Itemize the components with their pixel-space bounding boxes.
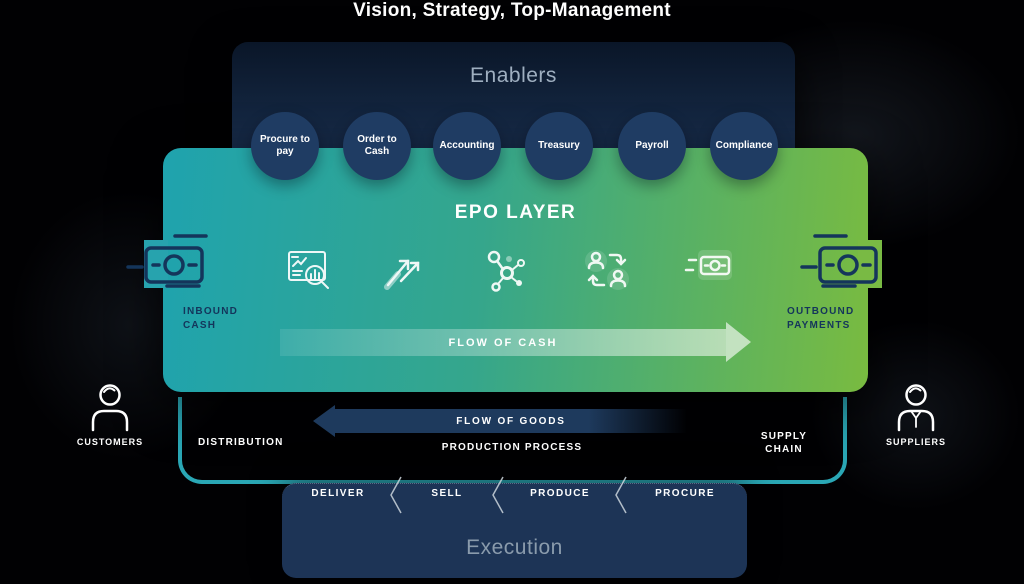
enabler-accounting: Accounting bbox=[433, 112, 501, 180]
diagram-title: Vision, Strategy, Top-Management bbox=[353, 0, 671, 21]
fast-payment-icon bbox=[684, 248, 736, 286]
chevron-left-icon bbox=[612, 475, 628, 515]
report-analytics-icon bbox=[287, 248, 333, 292]
outbound-payments-label: OUTBOUND PAYMENTS bbox=[787, 306, 855, 331]
inbound-cash-label: INBOUND CASH bbox=[183, 306, 239, 331]
flow-of-goods-arrow: FLOW OF GOODS bbox=[335, 409, 687, 433]
customer-person-icon bbox=[91, 384, 129, 432]
distribution-label: DISTRIBUTION bbox=[198, 437, 284, 448]
process-network-icon bbox=[484, 248, 530, 294]
step-sell: SELL bbox=[431, 488, 463, 499]
supply-chain-label: SUPPLY CHAIN bbox=[760, 431, 808, 455]
supply-chain-bracket bbox=[178, 397, 847, 484]
chevron-left-icon bbox=[489, 475, 505, 515]
execution-title: Execution bbox=[466, 536, 563, 559]
people-exchange-icon bbox=[583, 248, 631, 292]
flow-of-cash-arrow: FLOW OF CASH bbox=[280, 329, 726, 356]
customers-label: CUSTOMERS bbox=[76, 437, 144, 447]
enabler-compliance: Compliance bbox=[710, 112, 778, 180]
enabler-order-to-cash: Order to Cash bbox=[343, 112, 411, 180]
supplier-person-icon bbox=[897, 384, 935, 432]
flow-of-cash-label: FLOW OF CASH bbox=[448, 336, 558, 349]
flow-of-goods-label: FLOW OF GOODS bbox=[456, 415, 566, 427]
epo-layer-title: EPO LAYER bbox=[454, 202, 577, 223]
chevron-left-icon bbox=[387, 475, 403, 515]
enabler-procure-to-pay: Procure to pay bbox=[251, 112, 319, 180]
suppliers-label: SUPPLIERS bbox=[885, 437, 946, 447]
step-procure: PROCURE bbox=[655, 488, 715, 499]
step-produce: PRODUCE bbox=[530, 488, 590, 499]
production-process-label: PRODUCTION PROCESS bbox=[441, 442, 583, 453]
enabler-treasury: Treasury bbox=[525, 112, 593, 180]
enablers-title: Enablers bbox=[470, 64, 557, 87]
outbound-payments-bill-icon bbox=[800, 228, 884, 292]
inbound-cash-bill-icon bbox=[126, 228, 210, 292]
suppliers-group: SUPPLIERS bbox=[872, 382, 960, 447]
flow-of-goods-arrowhead bbox=[313, 405, 335, 437]
execution-panel: DELIVER SELL PRODUCE PROCURE Execution bbox=[282, 476, 747, 578]
step-deliver: DELIVER bbox=[311, 488, 365, 499]
enabler-payroll: Payroll bbox=[618, 112, 686, 180]
customers-group: CUSTOMERS bbox=[66, 382, 154, 447]
epo-layer-panel: EPO LAYER bbox=[163, 148, 868, 392]
flow-of-cash-arrowhead bbox=[726, 322, 751, 362]
growth-arrows-icon bbox=[380, 248, 426, 292]
